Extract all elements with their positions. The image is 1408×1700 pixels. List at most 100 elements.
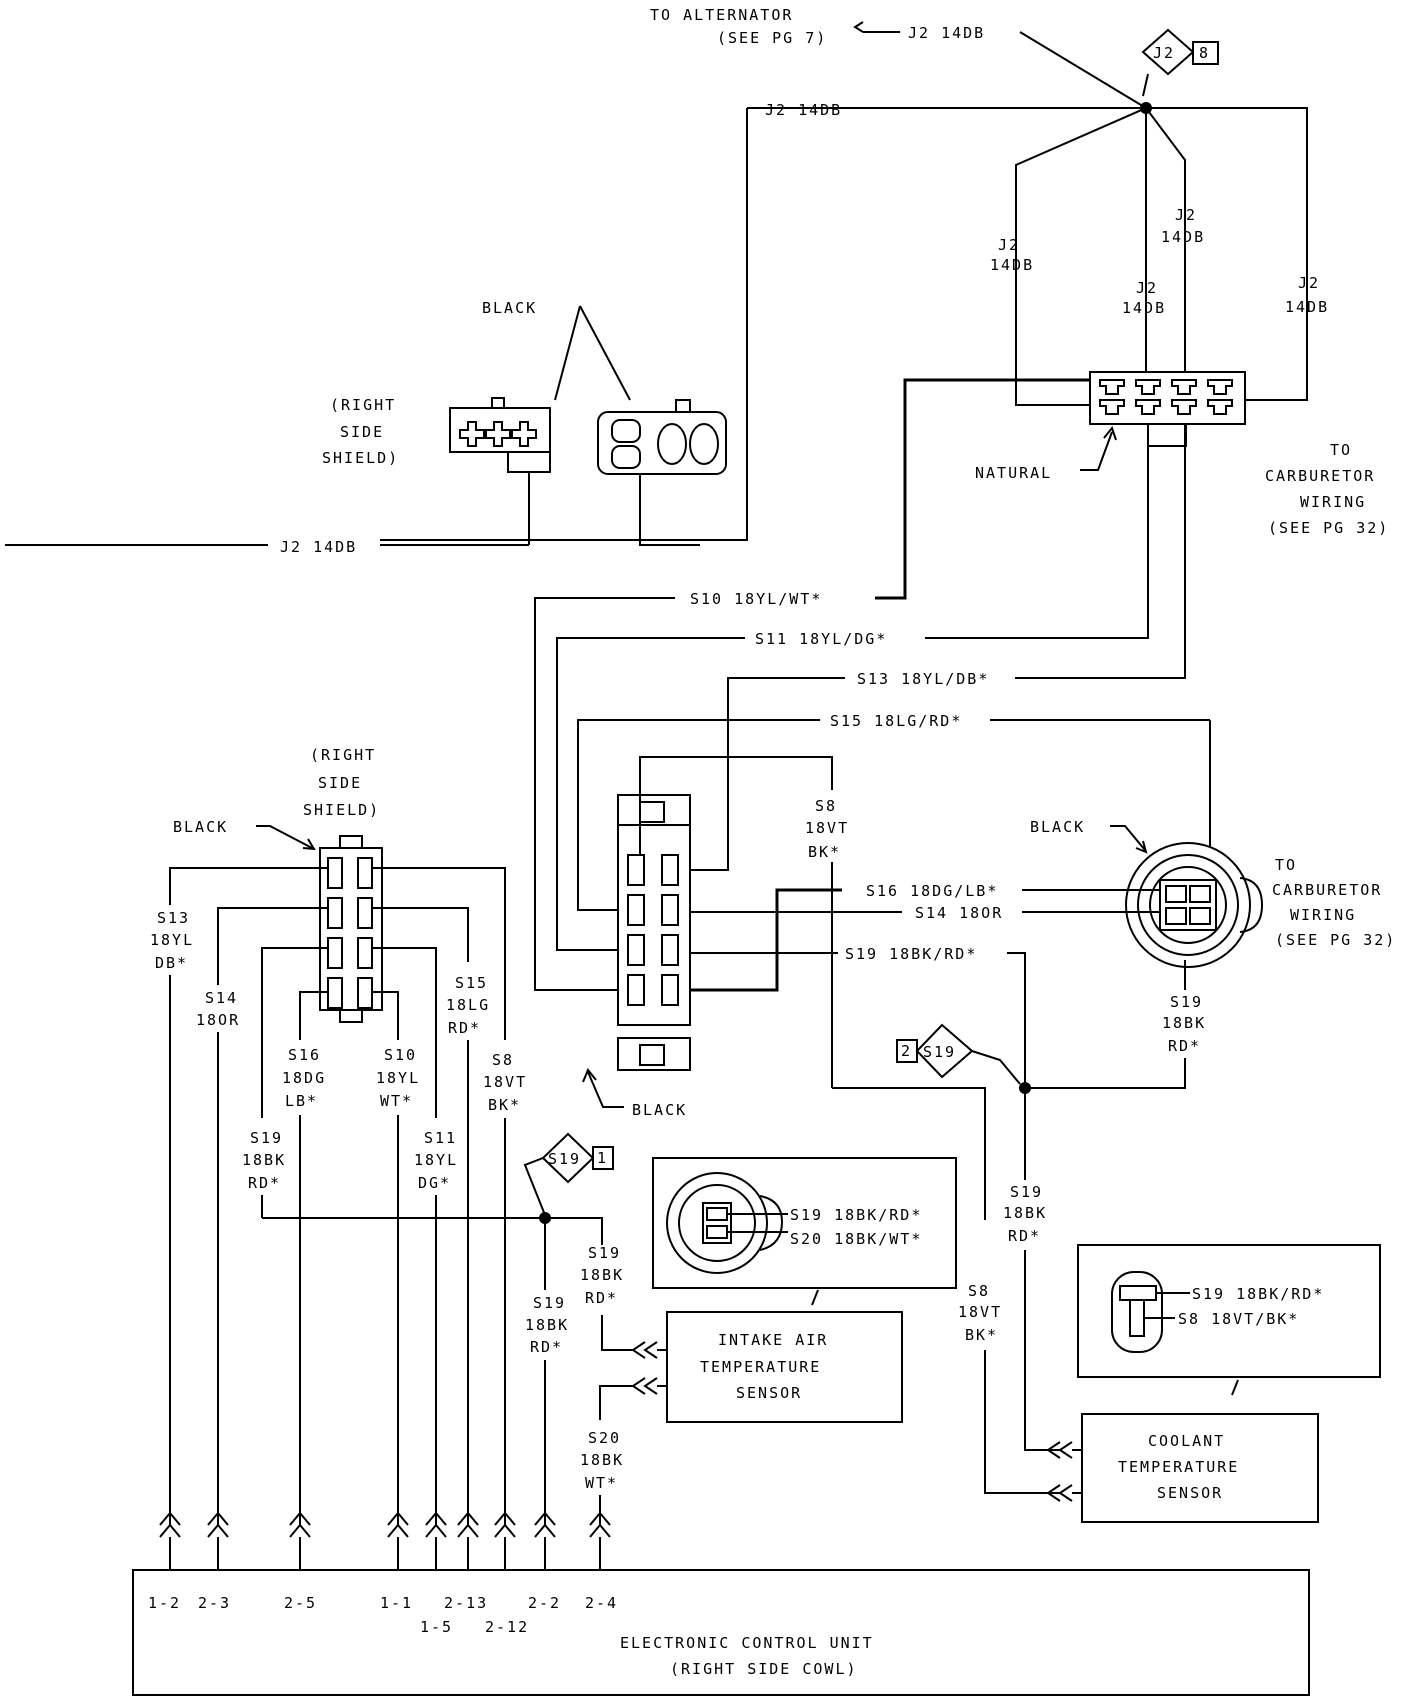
- natural-leader: [1080, 431, 1113, 471]
- wire-s19-carb-down: [1025, 1058, 1186, 1089]
- intake-line3: SENSOR: [736, 1384, 802, 1402]
- wire-intake-s20: [599, 1385, 633, 1420]
- ecu-box: [132, 1569, 1310, 1696]
- shield-connector-top-tab: [491, 397, 505, 409]
- wire-s11-left: [556, 637, 745, 951]
- s15-gauge-left: 18LG: [446, 996, 490, 1014]
- alternator-arrow-icon: [853, 21, 864, 33]
- s10-color-left: WT*: [380, 1092, 413, 1110]
- s13-label-left: S13: [157, 909, 190, 927]
- s8-label-right: S8: [968, 1282, 990, 1300]
- carb-right-to: TO: [1275, 856, 1297, 874]
- s11-gauge-left: 18YL: [414, 1151, 458, 1169]
- black-connector-center-pins: [627, 854, 679, 1006]
- splice-ref-j2: J2: [1153, 44, 1175, 62]
- wire-j2-right: [1146, 107, 1308, 401]
- wire-s16-left-top: [299, 991, 328, 1040]
- wire-s11-run: [925, 446, 1149, 639]
- round-connector-pin1: [1165, 885, 1187, 903]
- ecu-pin-2-3: 2-3: [198, 1594, 231, 1612]
- s14-gauge-left: 18OR: [196, 1011, 240, 1029]
- coolant-inset-leader: [1231, 1379, 1239, 1396]
- wire-s8-to-coolant-end: [984, 1350, 1060, 1494]
- s15-label-left: S15: [455, 974, 488, 992]
- j2-a-label: J2: [998, 236, 1020, 254]
- black-label-center: BLACK: [632, 1101, 687, 1119]
- j2-d-label: J2: [1298, 274, 1320, 292]
- j2-b-label: J2: [1136, 279, 1158, 297]
- intake-sensor-latch: [759, 1195, 784, 1251]
- black-connector-center-bottom-latch: [639, 1044, 665, 1066]
- round-connector-pin2: [1189, 885, 1211, 903]
- ecu-pin-1-2: 1-2: [148, 1594, 181, 1612]
- s16-label-left: S16: [288, 1046, 321, 1064]
- wire-label-j2-bottom: J2 14DB: [280, 538, 357, 556]
- j2-b-gauge: 14DB: [1122, 299, 1166, 317]
- black-arrow-left-icon: [302, 838, 316, 851]
- s8-color-left: BK*: [488, 1096, 521, 1114]
- wire-intake-s19-up: [545, 1217, 603, 1245]
- wire-label-s16: S16 18DG/LB*: [866, 882, 998, 900]
- wire-label-s19-center: S19 18BK/RD*: [845, 945, 977, 963]
- splice2-num: 2: [901, 1042, 912, 1060]
- s8-label-center: S8: [815, 797, 837, 815]
- wire-j2-a: [1015, 107, 1147, 406]
- to-alternator-label: TO ALTERNATOR: [650, 6, 793, 24]
- carb-right-wiring: WIRING: [1290, 906, 1356, 924]
- wire-label-s10: S10 18YL/WT*: [690, 590, 822, 608]
- wire-label-s15: S15 18LG/RD*: [830, 712, 962, 730]
- wire-s13-left: [690, 677, 845, 871]
- s19-label-intake: S19: [588, 1244, 621, 1262]
- s20-color: WT*: [585, 1474, 618, 1492]
- shield-connector-left-tab-bottom: [339, 1009, 363, 1023]
- s8-color-center: BK*: [808, 843, 841, 861]
- splice2-leader: [971, 1050, 1021, 1085]
- splice-ref-box: [1192, 41, 1219, 65]
- splice1-num: 1: [597, 1149, 608, 1167]
- s19-gauge-coolant: 18BK: [1003, 1204, 1047, 1222]
- wire-s19-left-top: [261, 947, 328, 1118]
- intake-line1: INTAKE AIR: [718, 1331, 828, 1349]
- wire-s11-left-top: [372, 947, 437, 1118]
- natural-connector-latch: [1147, 423, 1187, 447]
- black-label-top: BLACK: [482, 299, 537, 317]
- s11-color-left: DG*: [418, 1174, 451, 1192]
- ecu-input-arrows: [159, 1511, 611, 1538]
- s19-label-left: S19: [250, 1129, 283, 1147]
- wire-s13-run: [1015, 424, 1186, 679]
- natural-label: NATURAL: [975, 464, 1052, 482]
- s19-gauge-ecu: 18BK: [525, 1316, 569, 1334]
- splice-ref-diamond: [1141, 28, 1195, 76]
- wire-j2-down-left: [380, 108, 748, 541]
- j2-c-label: J2: [1175, 206, 1197, 224]
- ecu-pin-2-5: 2-5: [284, 1594, 317, 1612]
- wire-s19-to-coolant: [1024, 1250, 1060, 1451]
- s8-gauge-left: 18VT: [483, 1073, 527, 1091]
- ecu-title: ELECTRONIC CONTROL UNIT: [620, 1634, 874, 1652]
- wire-s19-center-down: [1007, 952, 1026, 1088]
- wire-label-s13: S13 18YL/DB*: [857, 670, 989, 688]
- ecu-pin-2-2: 2-2: [528, 1594, 561, 1612]
- shield-connector-left-pins: [327, 857, 373, 1009]
- intake-connector-a-icon: [631, 1341, 658, 1359]
- wire-label-s11: S11 18YL/DG*: [755, 630, 887, 648]
- wire-s15-left: [577, 719, 820, 911]
- intake-s19-label: S19 18BK/RD*: [790, 1206, 922, 1224]
- black-leader-b: [579, 305, 631, 401]
- natural-connector-pins: [1099, 379, 1233, 415]
- wire-label-s14: S14 18OR: [915, 904, 1003, 922]
- black-connector-top-pin1: [611, 419, 641, 443]
- shield-left-line1: (RIGHT: [310, 746, 376, 764]
- black-leader-round: [1110, 825, 1146, 851]
- splice1-leader: [523, 1157, 546, 1216]
- carb-top-to: TO: [1330, 441, 1352, 459]
- ecu-pin-2-13: 2-13: [444, 1594, 488, 1612]
- wire-s10-left-top: [372, 991, 399, 1040]
- wire-s8-to-coolant: [832, 1087, 986, 1220]
- intake-s20-label: S20 18BK/WT*: [790, 1230, 922, 1248]
- black-arrow-center-icon: [582, 1068, 597, 1083]
- black-leader-left: [256, 825, 313, 849]
- ecu-pin-2-12: 2-12: [485, 1618, 529, 1636]
- s19-color-intake: RD*: [585, 1289, 618, 1307]
